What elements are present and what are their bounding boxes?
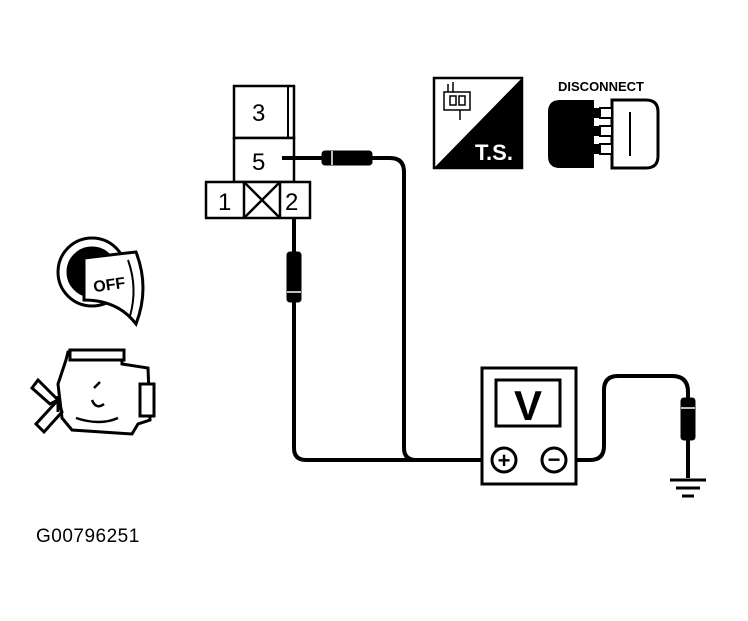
disconnect-icon-label: DISCONNECT	[558, 79, 644, 94]
ignition-key-off-icon	[56, 236, 145, 328]
figure-id: G00796251	[36, 526, 140, 547]
lead-from-pin-5	[282, 156, 490, 462]
connector	[204, 84, 312, 220]
connector-bottom-row	[204, 180, 312, 220]
connector-pin-3-label: 3	[252, 100, 265, 127]
voltmeter-positive-terminal	[490, 446, 518, 474]
ts-icon-label: T.S.	[475, 140, 513, 165]
voltmeter-negative-terminal	[540, 446, 568, 474]
ground-symbol-icon	[670, 478, 706, 498]
voltmeter-negative-label: −	[548, 447, 561, 472]
probe-pin-2	[286, 251, 302, 303]
connector-pin-5-label: 5	[252, 149, 265, 176]
disconnect-icon	[548, 98, 660, 170]
voltmeter	[480, 366, 578, 486]
empty-cavity-x-icon	[243, 181, 281, 219]
connector-pin-1-label: 1	[218, 189, 231, 216]
connector-pictogram-icon	[443, 82, 471, 120]
probe-ground	[680, 397, 696, 441]
voltmeter-display	[494, 378, 562, 428]
ground-lead	[566, 374, 690, 478]
lead-from-pin-2	[292, 218, 416, 462]
connector-pin-2-label: 2	[285, 189, 298, 216]
probes	[286, 150, 696, 441]
voltmeter-display-label: V	[514, 382, 542, 429]
probe-pin-5	[321, 150, 373, 166]
ts-icon	[432, 76, 524, 170]
ignition-key-off-label: OFF	[92, 275, 126, 296]
voltmeter-positive-label: +	[498, 448, 511, 473]
test-leads	[282, 156, 690, 478]
engine-icon	[29, 348, 156, 436]
